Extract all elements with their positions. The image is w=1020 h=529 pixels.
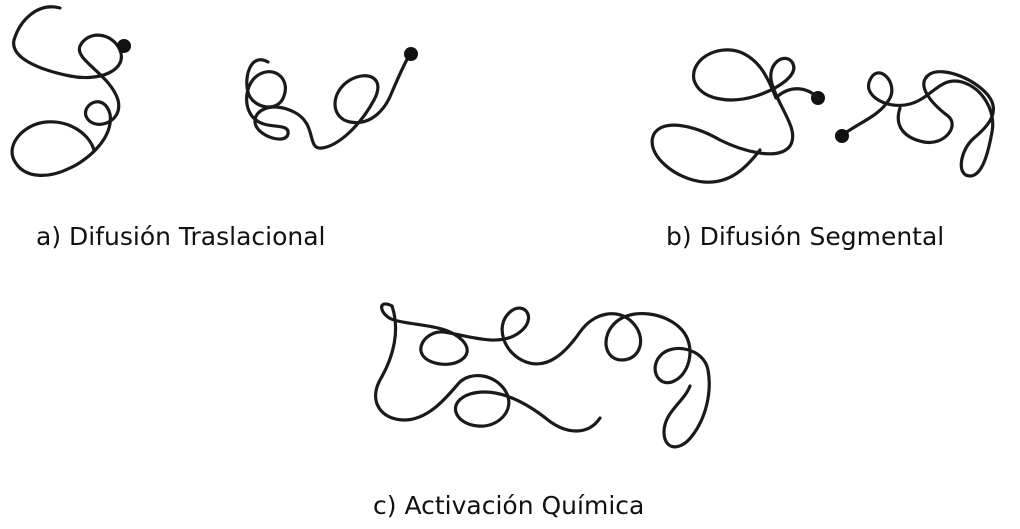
panel-c-chain bbox=[376, 304, 710, 447]
caption-translational-diffusion: a) Difusión Traslacional bbox=[36, 224, 326, 249]
panel-a-chain-left bbox=[12, 7, 131, 176]
chain-end-dot bbox=[117, 39, 131, 53]
panel-b-chain-right bbox=[835, 72, 993, 176]
chain-end-dot bbox=[835, 129, 849, 143]
panel-b-chain-left bbox=[652, 50, 825, 182]
caption-segmental-diffusion: b) Difusión Segmental bbox=[666, 224, 944, 249]
panel-a-chain-right bbox=[247, 47, 418, 148]
chain-end-dot bbox=[404, 47, 418, 61]
caption-chemical-activation: c) Activación Química bbox=[373, 493, 644, 518]
panel-b-chains bbox=[652, 50, 993, 182]
panel-a-chains bbox=[12, 7, 418, 176]
